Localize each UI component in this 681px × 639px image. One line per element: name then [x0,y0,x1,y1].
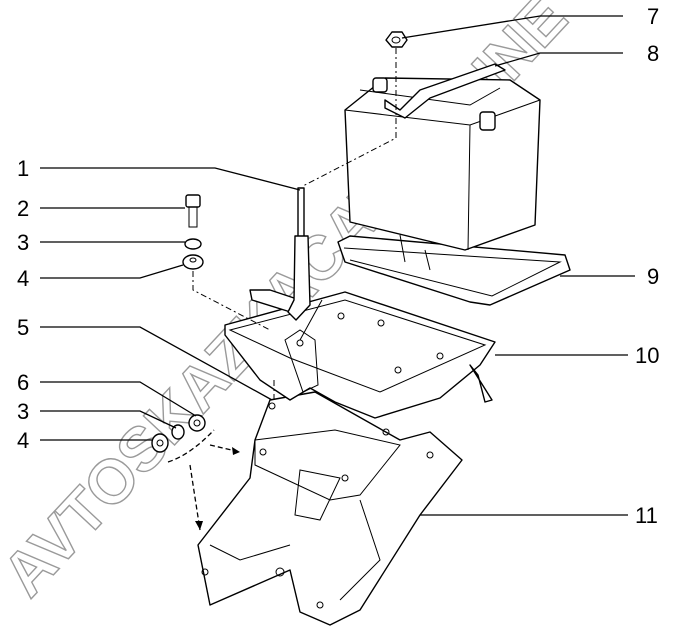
callout-4: 4 [17,266,29,291]
support-bracket-part [197,391,463,626]
callout-4b: 4 [17,428,29,453]
callout-3: 3 [17,230,29,255]
callout-11: 11 [635,503,658,528]
callout-9: 9 [647,264,659,289]
hardware-parts [151,31,408,453]
callout-2: 2 [17,196,29,221]
callout-5: 5 [17,315,29,340]
battery-part [337,63,571,306]
callout-3b: 3 [17,399,29,424]
callout-6: 6 [17,370,29,395]
callout-1: 1 [17,156,29,181]
callout-10: 10 [635,343,659,368]
callout-7: 7 [647,4,659,29]
callout-8: 8 [647,41,659,66]
